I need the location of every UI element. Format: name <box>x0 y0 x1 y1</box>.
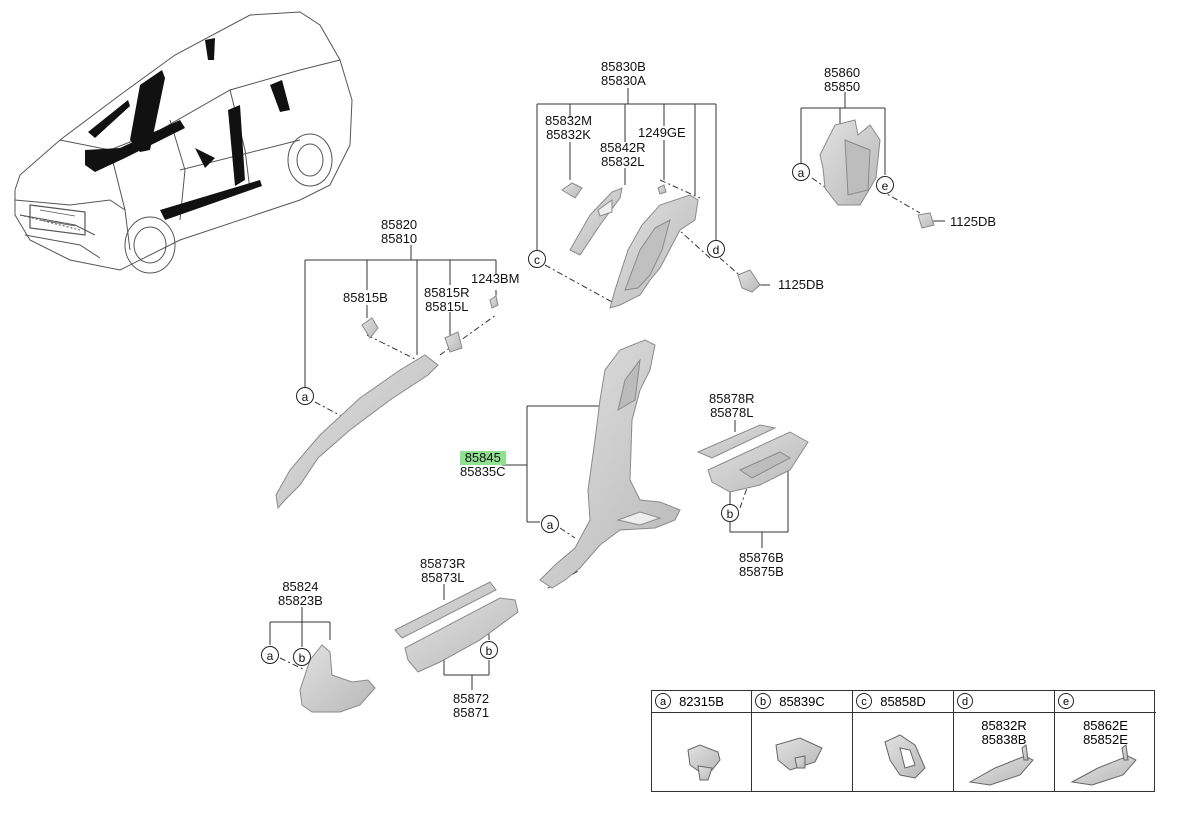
part-shapes <box>275 119 935 713</box>
part-85873-scuff <box>394 581 497 639</box>
legend-col-b: b 85839C <box>752 691 853 791</box>
label-85832: 85832M 85832K <box>545 114 592 142</box>
legend-key-b: b <box>755 693 771 709</box>
label-85815r: 85815R 85815L <box>424 286 470 314</box>
label-85873-1: 85873R <box>420 556 466 571</box>
label-1249ge: 1249GE <box>638 126 686 140</box>
clip-85839c-icon <box>775 737 823 771</box>
label-1125db-b-1: 1125DB <box>778 277 825 292</box>
label-85824: 85824 85823B <box>278 580 323 608</box>
legend-part-e: 85862E 85852E <box>1055 719 1156 747</box>
label-1249ge-1: 1249GE <box>638 125 686 140</box>
legend-key-a: a <box>655 693 671 709</box>
label-85815b-1: 85815B <box>343 290 388 305</box>
label-85820: 85820 85810 <box>381 218 417 246</box>
legend-part-d: 85832R 85838B <box>954 719 1054 747</box>
legend-head-b: b 85839C <box>752 691 852 713</box>
legend-col-a: a 82315B <box>652 691 752 791</box>
legend-illustrations <box>687 734 1137 786</box>
label-1243bm-1: 1243BM <box>471 271 520 286</box>
label-85824-2: 85823B <box>278 593 323 608</box>
legend-head-a: a 82315B <box>652 691 751 713</box>
legend-part-c: 85858D <box>880 694 926 709</box>
label-1125db-b: 1125DB <box>778 278 824 292</box>
legend-col-c: c 85858D <box>853 691 954 791</box>
label-85878: 85878R 85878L <box>709 392 755 420</box>
callout-a-lower: a <box>541 515 559 533</box>
label-1243bm: 1243BM <box>471 272 519 286</box>
callout-c: c <box>528 250 546 268</box>
legend-key-c: c <box>856 693 872 709</box>
legend-head-e: e <box>1055 691 1156 713</box>
label-85842: 85842R 85832L <box>600 141 646 169</box>
fastener-legend: a 82315B b 85839C c 85858D d 85832R 8583… <box>651 690 1156 792</box>
label-85845: 85845 85835C <box>460 451 506 479</box>
legend-part-e-1: 85862E <box>1083 718 1128 733</box>
legend-part-d-2: 85838B <box>981 732 1027 747</box>
legend-part-d-1: 85832R <box>981 718 1027 733</box>
vehicle-illustration <box>14 11 353 274</box>
label-85815r-1: 85815R <box>424 285 470 300</box>
label-85842-1: 85842R <box>600 140 646 155</box>
label-85824-1: 85824 <box>282 579 319 594</box>
legend-part-a: 82315B <box>679 694 724 709</box>
legend-key-e: e <box>1058 693 1074 709</box>
legend-part-b: 85839C <box>779 694 825 709</box>
label-85872: 85872 85871 <box>453 692 489 720</box>
part-85872-sill <box>404 597 519 673</box>
callout-a-kick: a <box>261 646 279 664</box>
callout-b-sill: b <box>721 504 739 522</box>
part-85845-b-pillar-lower <box>539 339 681 589</box>
part-85824-kick-panel <box>299 644 376 713</box>
label-85876-1: 85876B <box>739 550 784 565</box>
leader-lines <box>269 88 945 690</box>
callout-b-kick: b <box>293 648 311 666</box>
label-85830-2: 85830A <box>601 73 646 88</box>
legend-head-c: c 85858D <box>853 691 953 713</box>
label-85872-2: 85871 <box>453 705 490 720</box>
label-85872-1: 85872 <box>453 691 490 706</box>
label-85820-2: 85810 <box>381 231 418 246</box>
label-85860-2: 85850 <box>824 79 861 94</box>
legend-key-d: d <box>957 693 973 709</box>
label-85876: 85876B 85875B <box>739 551 784 579</box>
clip-85862e-icon <box>1070 755 1137 786</box>
callout-d: d <box>707 240 725 258</box>
label-85830: 85830B 85830A <box>601 60 646 88</box>
part-85832-clip <box>561 182 583 199</box>
vehicle-trim-highlights <box>85 38 290 220</box>
legend-col-d: d 85832R 85838B <box>954 691 1055 791</box>
label-85876-2: 85875B <box>739 564 784 579</box>
label-85860-1: 85860 <box>824 65 861 80</box>
label-1125db-a: 1125DB <box>950 215 996 229</box>
legend-col-e: e 85862E 85852E <box>1055 691 1156 791</box>
label-85845-1: 85845 <box>460 451 506 465</box>
label-85815b: 85815B <box>343 291 388 305</box>
label-85815r-2: 85815L <box>425 299 469 314</box>
label-85832-2: 85832K <box>546 127 591 142</box>
part-85878-scuff <box>696 424 777 459</box>
legend-part-e-2: 85852E <box>1083 732 1128 747</box>
callout-e: e <box>876 176 894 194</box>
callout-a-top: a <box>792 163 810 181</box>
legend-head-d: d <box>954 691 1054 713</box>
label-85860: 85860 85850 <box>824 66 860 94</box>
label-85878-2: 85878L <box>710 405 754 420</box>
label-85873: 85873R 85873L <box>420 557 466 585</box>
label-85878-1: 85878R <box>709 391 755 406</box>
label-85873-2: 85873L <box>421 570 465 585</box>
part-85820-a-pillar <box>275 354 439 510</box>
clip-85832r-icon <box>968 755 1034 786</box>
part-85842-garnish <box>569 187 623 256</box>
callout-b-scuff: b <box>480 641 498 659</box>
label-85832-1: 85832M <box>545 113 592 128</box>
clip-82315b-icon <box>687 744 721 773</box>
label-85835c-1: 85835C <box>460 464 506 479</box>
label-85820-1: 85820 <box>381 217 418 232</box>
label-1125db-a-1: 1125DB <box>950 214 997 229</box>
label-85842-2: 85832L <box>601 154 645 169</box>
callout-a-pillar: a <box>296 387 314 405</box>
label-85830-1: 85830B <box>601 59 646 74</box>
